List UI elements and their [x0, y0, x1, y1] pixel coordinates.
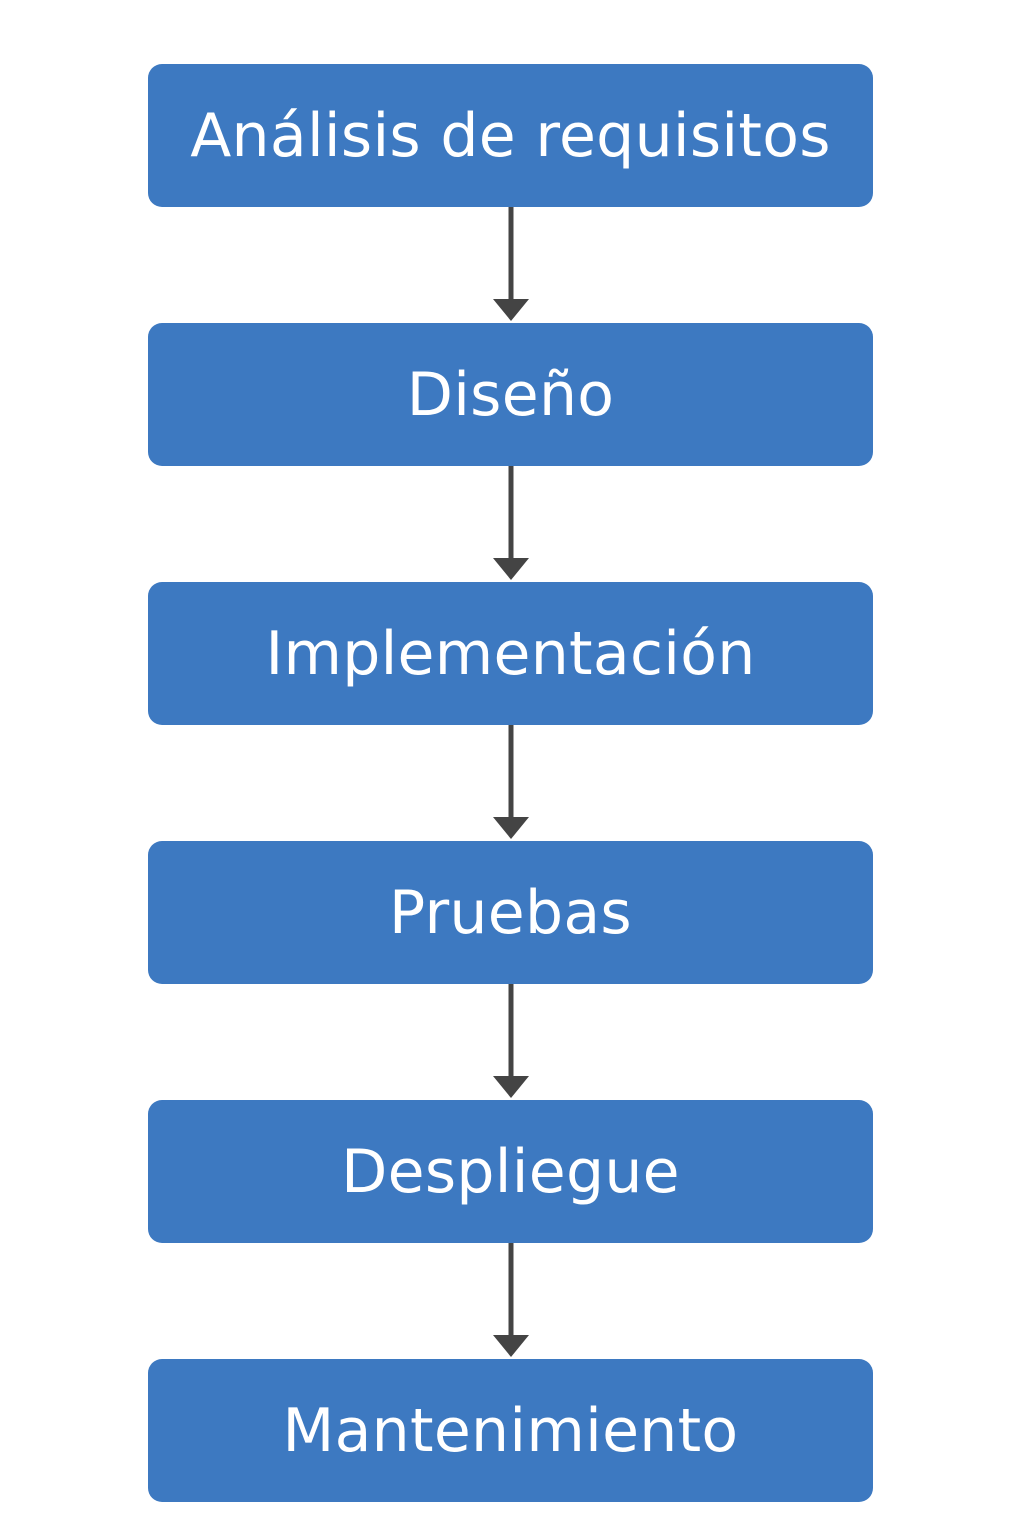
step-box-deployment: Despliegue	[148, 1100, 873, 1243]
step-box-implementation: Implementación	[148, 582, 873, 725]
step-label: Mantenimiento	[282, 1395, 739, 1466]
step-label: Implementación	[265, 618, 756, 689]
step-label: Diseño	[406, 359, 615, 430]
step-box-maintenance: Mantenimiento	[148, 1359, 873, 1502]
step-box-testing: Pruebas	[148, 841, 873, 984]
arrow-down-icon	[493, 207, 529, 321]
step-label: Despliegue	[341, 1136, 680, 1207]
arrow-down-icon	[493, 984, 529, 1098]
step-label: Pruebas	[389, 877, 632, 948]
step-box-requirements-analysis: Análisis de requisitos	[148, 64, 873, 207]
step-box-design: Diseño	[148, 323, 873, 466]
step-label: Análisis de requisitos	[190, 100, 831, 171]
arrow-down-icon	[493, 1243, 529, 1357]
arrow-down-icon	[493, 725, 529, 839]
arrow-down-icon	[493, 466, 529, 580]
